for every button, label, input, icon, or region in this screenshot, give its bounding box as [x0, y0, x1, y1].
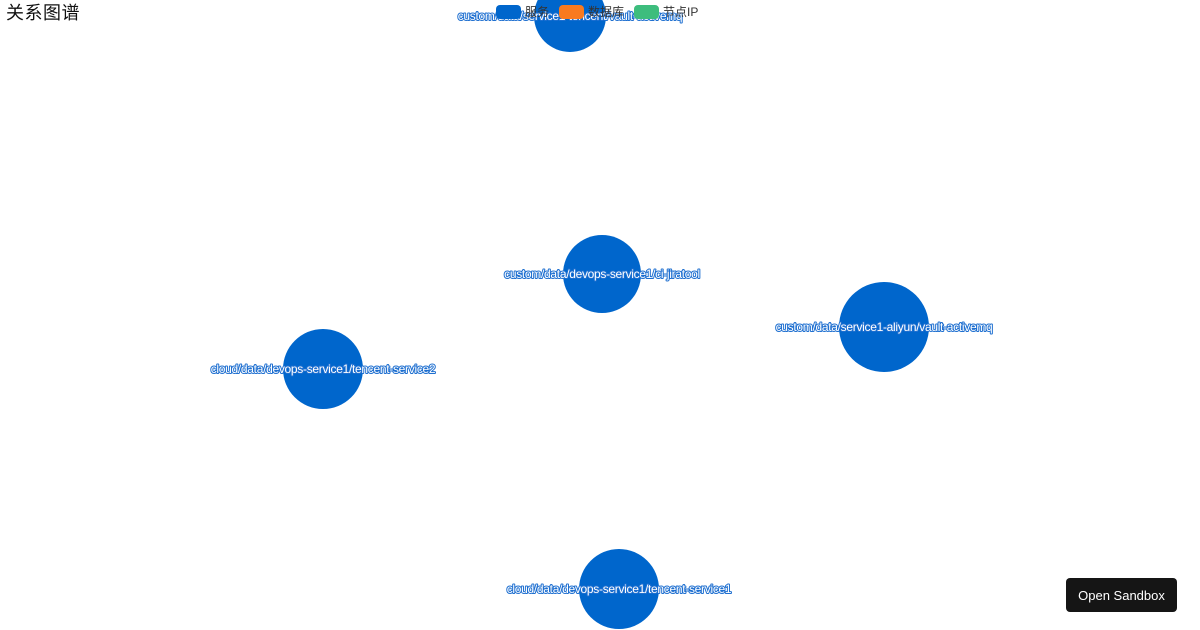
- node-circle[interactable]: [563, 235, 641, 313]
- legend-label: 服务: [525, 5, 550, 19]
- node-label: cloud/data/devops-service1/tencent-servi…: [211, 362, 436, 376]
- legend-label: 节点IP: [663, 5, 699, 19]
- legend-swatch-database: [559, 5, 585, 19]
- legend-swatch-service: [496, 5, 521, 19]
- node-label: custom/data/devops-service1/ci-jiratool: [504, 267, 700, 281]
- legend-label: 数据库: [588, 5, 625, 19]
- node-label: custom/data/service1-aliyun/vault-active…: [776, 320, 993, 334]
- open-sandbox-button[interactable]: Open Sandbox: [1066, 578, 1177, 612]
- legend: 服务 数据库 节点IP: [496, 5, 708, 19]
- graph-node-vault-activemq-aliyun[interactable]: custom/data/service1-aliyun/vault-active…: [775, 282, 994, 372]
- legend-swatch-node-ip: [634, 5, 660, 19]
- graph-node-tencent-service1[interactable]: cloud/data/devops-service1/tencent-servi…: [506, 549, 733, 629]
- node-label: cloud/data/devops-service1/tencent-servi…: [507, 582, 732, 596]
- node-circle[interactable]: [283, 329, 363, 409]
- node-circle[interactable]: [579, 549, 659, 629]
- graph-node-tencent-service2[interactable]: cloud/data/devops-service1/tencent-servi…: [210, 329, 437, 409]
- node-circle[interactable]: [839, 282, 929, 372]
- page-title: 关系图谱: [6, 3, 80, 23]
- graph-node-ci-jiratool[interactable]: custom/data/devops-service1/ci-jiratool: [503, 235, 701, 313]
- legend-item-database[interactable]: 数据库: [559, 5, 624, 19]
- node-circle[interactable]: [534, 0, 606, 52]
- legend-item-node-ip[interactable]: 节点IP: [634, 5, 698, 19]
- legend-item-service[interactable]: 服务: [496, 5, 549, 19]
